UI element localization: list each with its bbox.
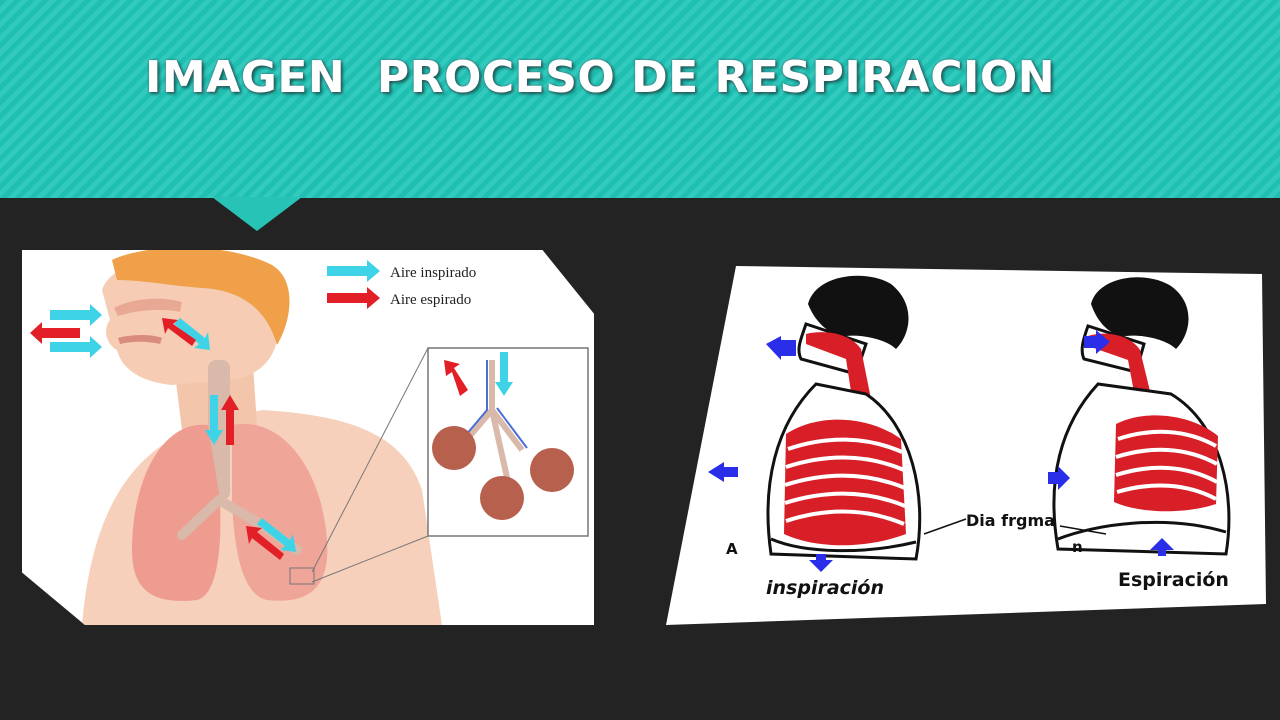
diaphragm-label: Dia frgma — [966, 511, 1055, 530]
throat-inflow-arrow-icon — [174, 318, 210, 350]
respiratory-system-image: Aire inspirado Aire espirado — [22, 250, 594, 625]
expiration-label: Espiración — [1118, 569, 1229, 591]
expiration-figure — [1052, 277, 1231, 556]
nose-inflow-arrow-icon — [50, 304, 102, 326]
chest-air-arrow-b-icon — [1048, 466, 1070, 490]
title-banner — [0, 0, 1280, 198]
mouth-inflow-arrow-icon — [50, 336, 102, 358]
trachea-inflow-arrow-icon — [205, 395, 223, 445]
respiratory-system-illustration: Aire inspirado Aire espirado — [30, 250, 589, 625]
mouth-air-arrow-b-icon — [1084, 330, 1110, 354]
alveoli-outflow-arrow-icon — [444, 360, 468, 396]
banner-pointer — [212, 197, 302, 231]
breathing-mechanics-image: A n Dia frgma inspiración Espiración — [666, 264, 1266, 625]
legend-expired-label: Aire espirado — [390, 292, 471, 308]
legend-inspired-label: Aire inspirado — [390, 265, 476, 281]
trachea-outflow-arrow-icon — [221, 395, 239, 445]
bronchus-inflow-arrow-icon — [257, 518, 296, 552]
diaphragm-arrow-b-icon — [1150, 538, 1174, 556]
breathing-mechanics-illustration: A n Dia frgma inspiración Espiración — [666, 266, 1266, 625]
alveoli-inflow-arrow-icon — [495, 352, 513, 396]
bronchus-outflow-arrow-icon — [246, 526, 284, 560]
throat-outflow-arrow-icon — [162, 318, 196, 346]
mouth-air-arrow-a-icon — [766, 336, 796, 360]
diaphragm-arrow-a-icon — [809, 554, 833, 572]
inspiration-label: inspiración — [766, 577, 884, 599]
expired-air-arrow-icon — [327, 287, 380, 309]
figure-b-label: n — [1072, 538, 1083, 556]
nose-outflow-arrow-icon — [30, 322, 80, 344]
inspired-air-arrow-icon — [327, 260, 380, 282]
inspiration-figure — [766, 275, 922, 561]
figure-a-label: A — [726, 540, 738, 558]
slide-title: IMAGEN PROCESO DE RESPIRACION — [145, 52, 1056, 103]
chest-air-arrow-a-icon — [708, 462, 738, 482]
